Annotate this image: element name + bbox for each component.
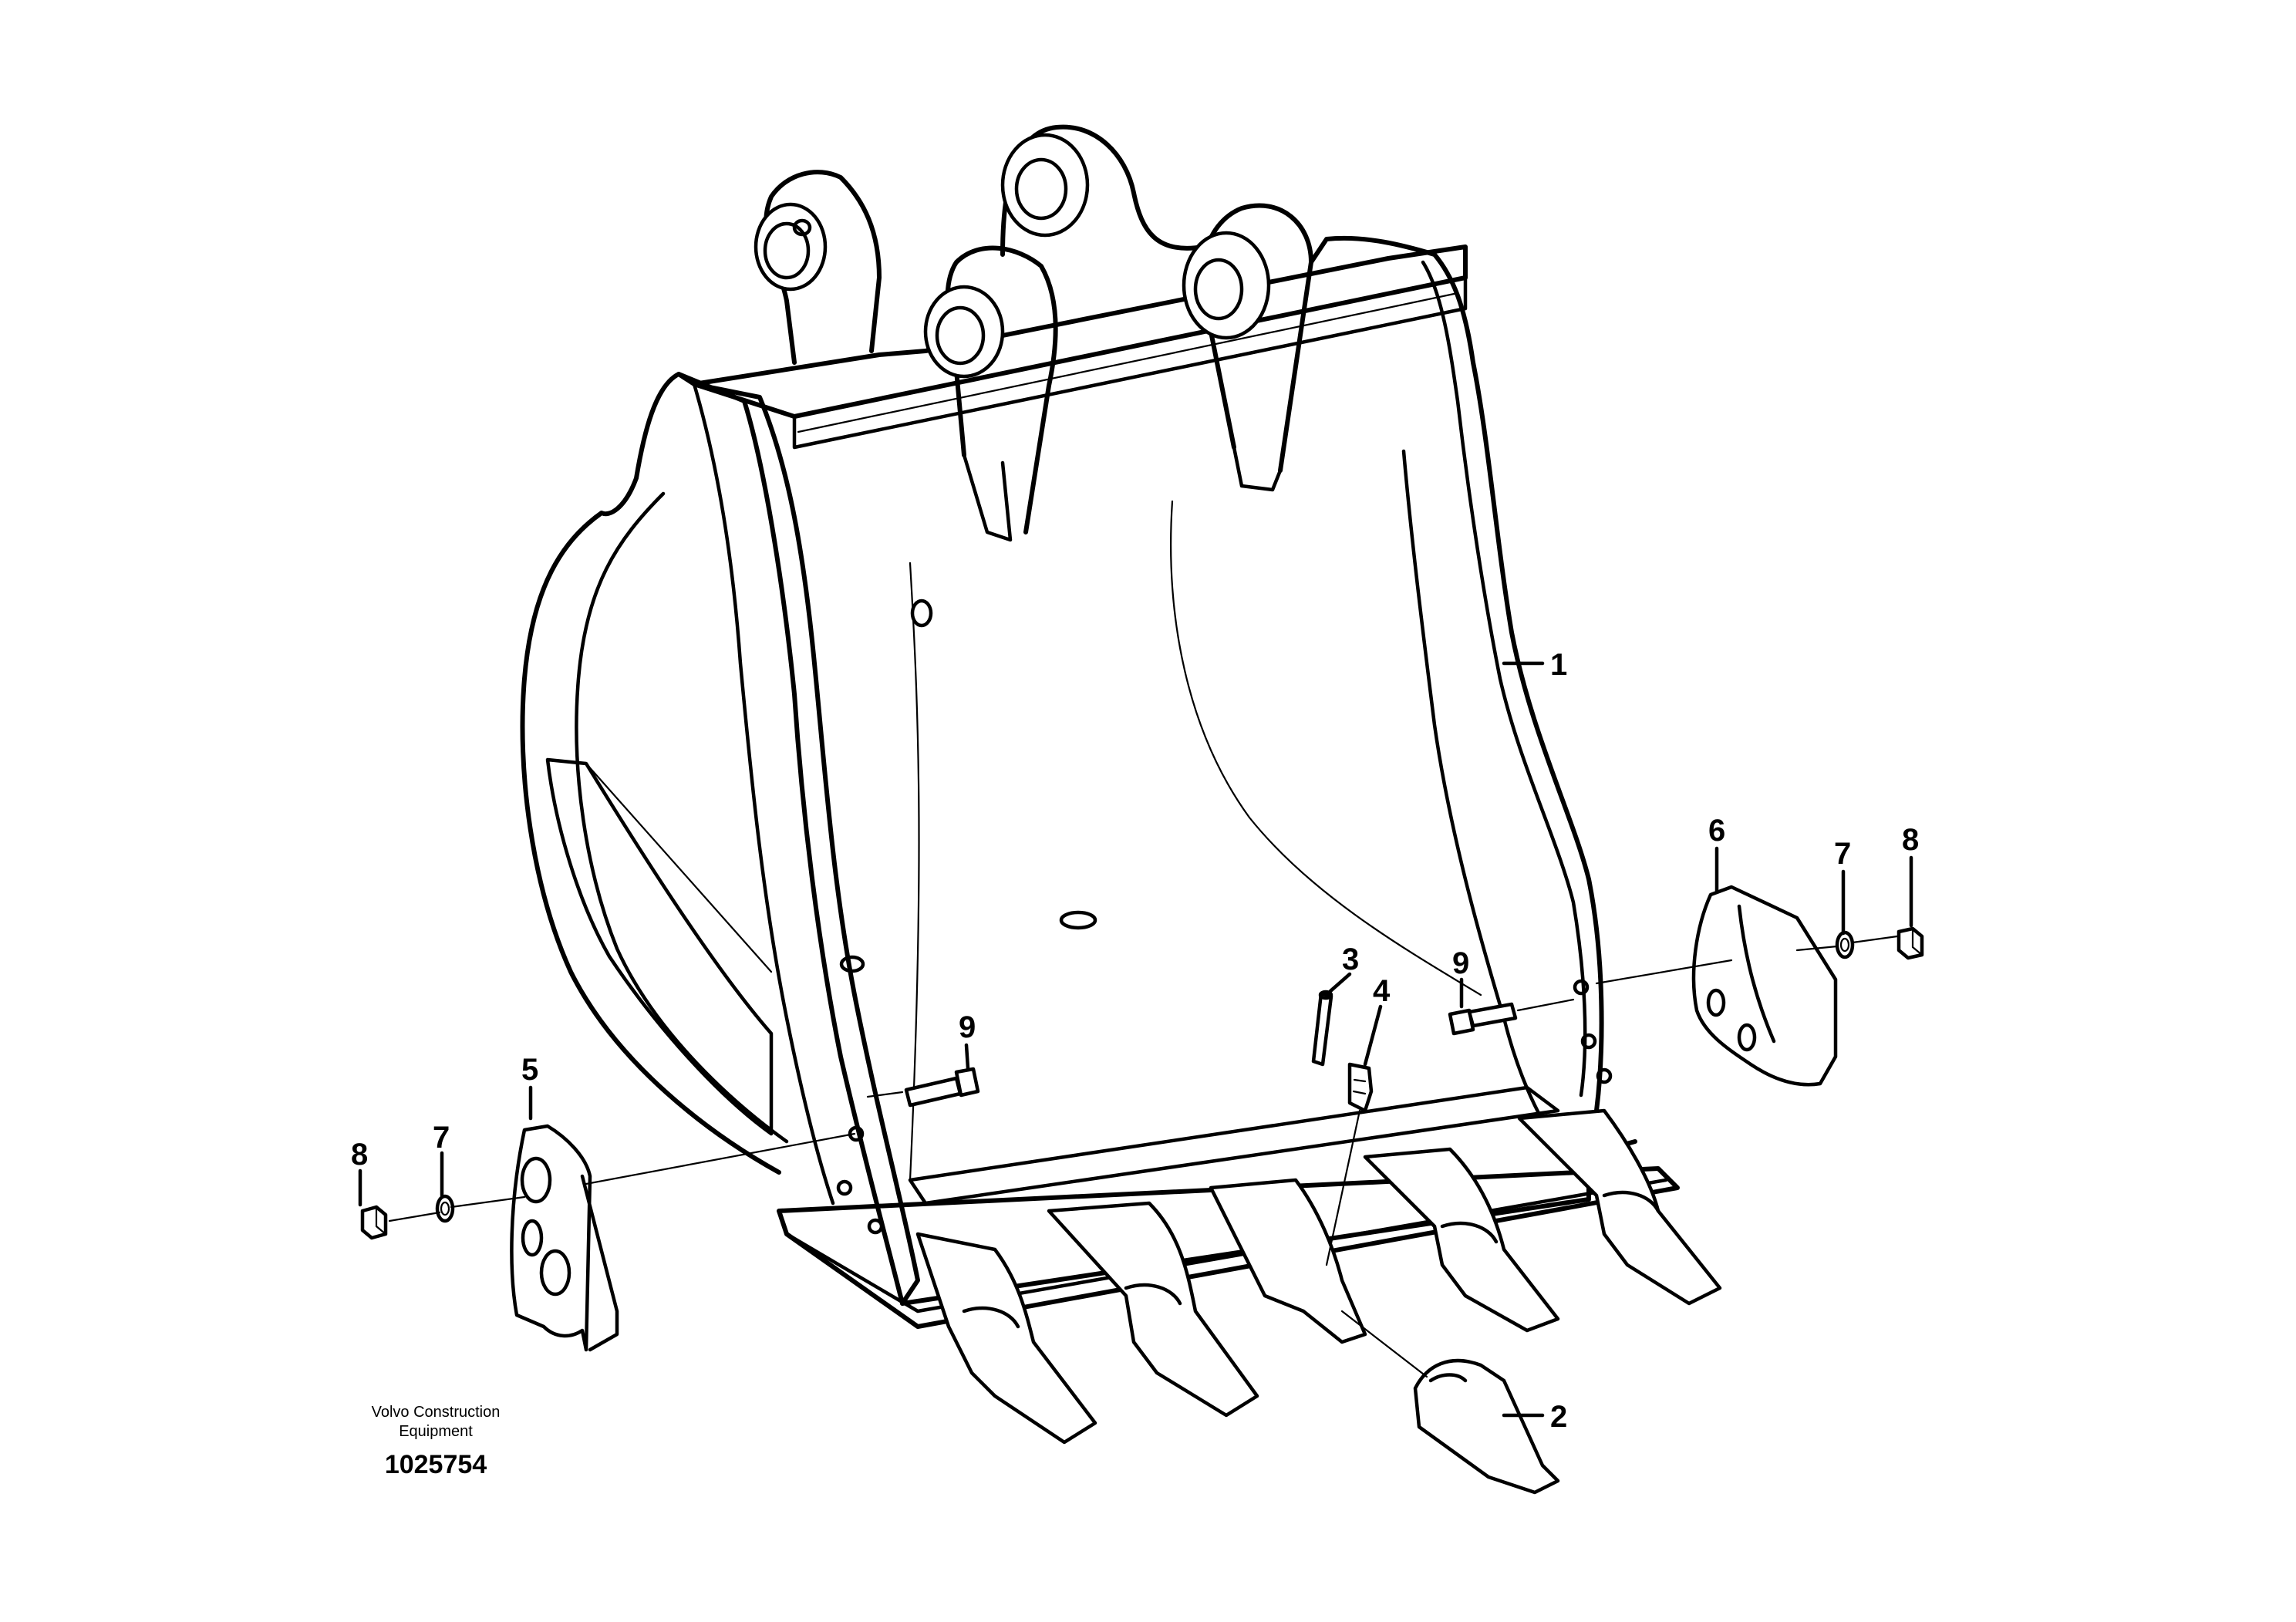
callout-side-cutter-right: 6 [1708,814,1725,848]
callout-tooth: 2 [1550,1400,1567,1434]
callout-washer-left: 7 [433,1121,450,1155]
drawing-number: 1025754 [385,1450,487,1479]
callout-side-cutter-left: 5 [521,1053,538,1087]
leader-lines [358,661,1913,1418]
callout-bolt-left: 9 [959,1010,976,1044]
bucket-teeth [915,1108,1722,1495]
callout-nut-right: 8 [1902,823,1919,857]
callout-bucket: 1 [1550,648,1567,682]
callout-bolt-right: 9 [1452,946,1469,980]
title-block: Volvo Construction Equipment 1025754 [372,1404,501,1479]
mounting-lugs [754,124,1313,542]
left-side-cutter-group [360,1067,980,1352]
callout-labels: 1 2 3 4 5 6 7 7 8 8 9 9 [351,648,1919,1434]
callout-washer-right: 7 [1834,837,1851,871]
callout-nut-left: 8 [351,1138,368,1172]
pin-and-retainer [1311,990,1374,1266]
bucket-body [520,235,1680,1329]
callout-pin: 3 [1342,943,1359,976]
brand-line-1: Volvo Construction [372,1404,501,1421]
right-side-cutter-group [1448,885,1924,1087]
callout-retainer: 4 [1373,974,1391,1008]
brand-line-2: Equipment [399,1423,473,1440]
